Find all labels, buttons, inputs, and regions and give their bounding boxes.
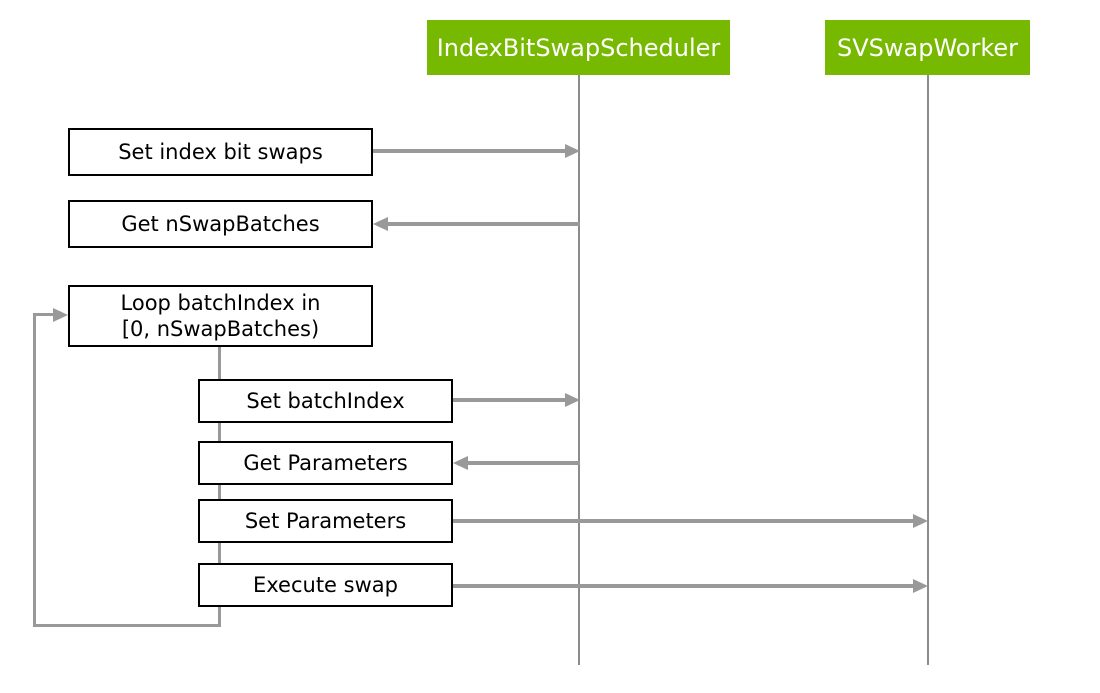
arrowhead-right-icon xyxy=(913,514,928,528)
message-label: Get Parameters xyxy=(243,450,408,475)
arrow-shaft xyxy=(453,519,913,523)
message-box-execute-swap: Execute swap xyxy=(198,563,453,607)
loop-header-line2: [0, nSwapBatches) xyxy=(121,317,320,341)
arrow-shaft xyxy=(453,584,913,588)
arrowhead-right-icon xyxy=(565,393,580,407)
lifeline-svswapworker xyxy=(927,75,929,665)
arrowhead-left-icon xyxy=(453,456,468,470)
arrow-execute-swap xyxy=(453,579,928,593)
loop-back-bottom-line xyxy=(33,624,221,627)
actor-indexbitswapscheduler: IndexBitSwapScheduler xyxy=(427,20,730,75)
message-label: Get nSwapBatches xyxy=(121,211,320,236)
message-box-get-parameters: Get Parameters xyxy=(198,441,453,485)
lifeline-indexbitswapscheduler xyxy=(578,75,580,665)
loop-spine-line xyxy=(218,347,221,627)
actor-svswapworker: SVSwapWorker xyxy=(825,20,1030,75)
message-box-get-nswapbatches: Get nSwapBatches xyxy=(68,200,373,248)
loop-header-box: Loop batchIndex in [0, nSwapBatches) xyxy=(68,285,373,347)
arrow-shaft xyxy=(388,222,580,226)
message-box-set-index-bit-swaps: Set index bit swaps xyxy=(68,128,373,176)
actor-label: SVSwapWorker xyxy=(836,33,1018,62)
loop-arrowhead-icon xyxy=(53,308,68,322)
message-box-set-parameters: Set Parameters xyxy=(198,499,453,543)
message-label: Set Parameters xyxy=(244,508,407,533)
loop-back-top-line xyxy=(33,313,55,316)
arrowhead-left-icon xyxy=(373,217,388,231)
arrow-get-parameters xyxy=(453,456,580,470)
message-label: Execute swap xyxy=(253,572,398,597)
arrow-shaft xyxy=(453,398,565,402)
arrow-shaft xyxy=(468,461,580,465)
loop-back-left-line xyxy=(33,313,36,627)
message-label: Set index bit swaps xyxy=(118,139,323,164)
loop-header-line1: Loop batchIndex in xyxy=(120,290,321,315)
arrowhead-right-icon xyxy=(913,579,928,593)
actor-label: IndexBitSwapScheduler xyxy=(436,33,721,62)
arrow-set-batchindex xyxy=(453,393,580,407)
arrow-set-index-bit-swaps xyxy=(373,144,580,158)
arrow-get-nswapbatches xyxy=(373,217,580,231)
message-box-set-batchindex: Set batchIndex xyxy=(198,379,453,423)
arrowhead-right-icon xyxy=(565,144,580,158)
arrow-set-parameters xyxy=(453,514,928,528)
message-label: Set batchIndex xyxy=(246,388,405,413)
arrow-shaft xyxy=(373,149,565,153)
